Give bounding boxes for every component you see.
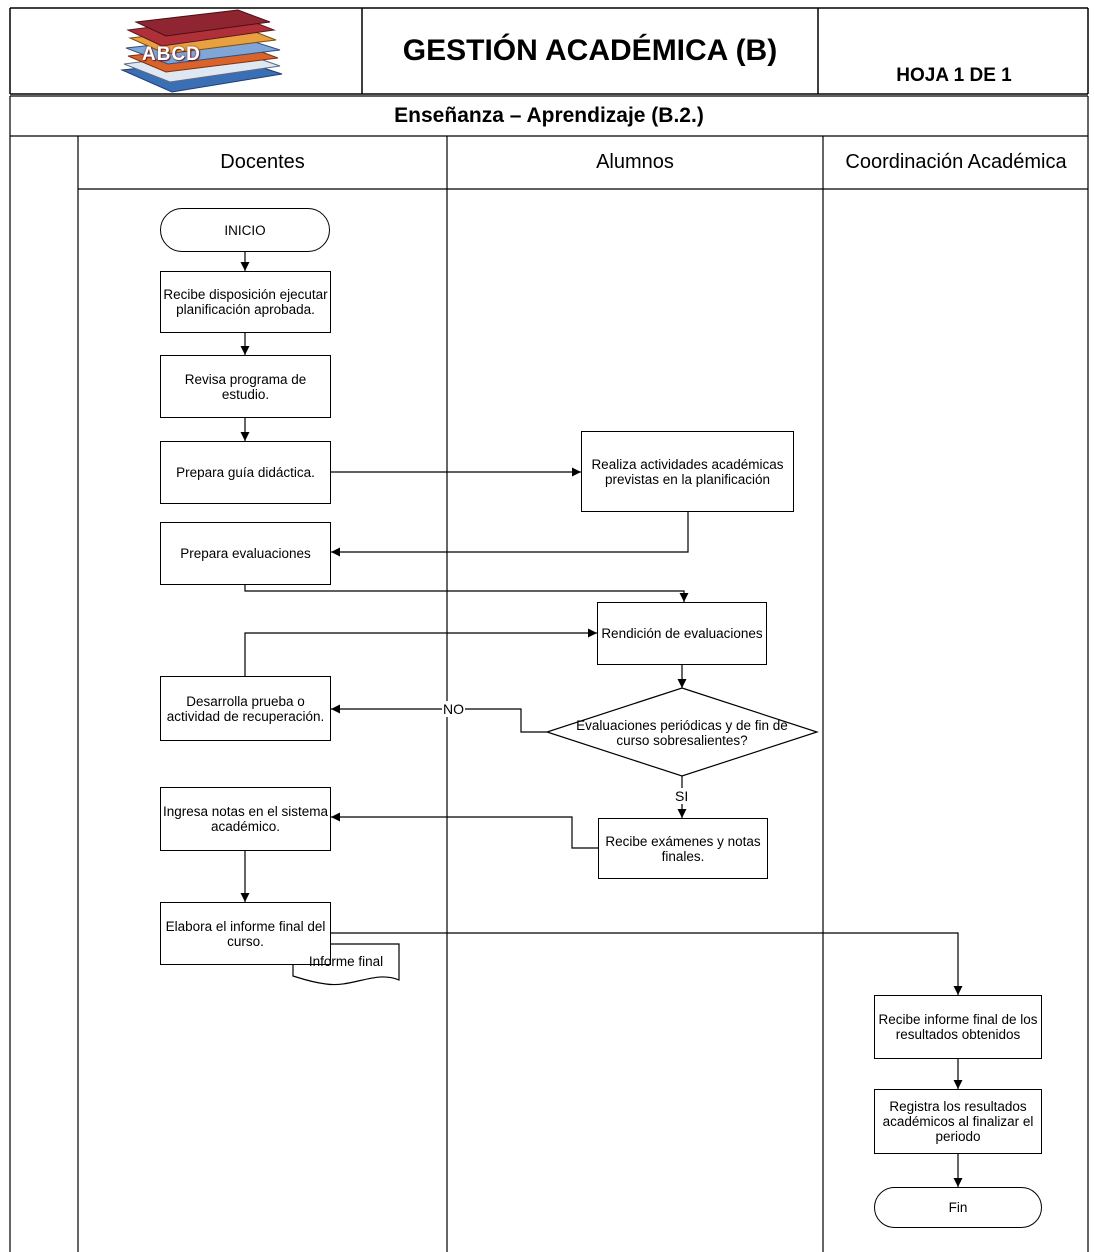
page-title: GESTIÓN ACADÉMICA (B) [402,34,778,67]
lane-header-docentes: Docentes [220,151,305,173]
books-logo [120,9,283,93]
process-prepara-guia: Prepara guía didáctica. [160,441,331,504]
process-registra-resultados: Registra los resultados académicos al fi… [874,1089,1042,1154]
main-frame [9,95,1089,1252]
process-realiza-actividades: Realiza actividades académicas previstas… [581,431,794,512]
decision-diamond [545,687,819,777]
end-node: Fin [874,1187,1042,1228]
logo-text: ABCD [142,44,201,65]
start-node: INICIO [160,208,330,252]
process-desarrolla-prueba: Desarrolla prueba o actividad de recuper… [160,676,331,741]
process-recibe-examenes: Recibe exámenes y notas finales. [598,818,768,879]
header-frame [9,7,1089,95]
decision-label: Evaluaciones periódicas y de fin de curs… [576,718,788,748]
document-informe-final: Informe final [308,953,384,969]
process-elabora-informe: Elabora el informe final del curso. [160,902,331,965]
process-revisa-programa: Revisa programa de estudio. [160,355,331,418]
edge-label-si: SI [674,788,690,804]
process-ingresa-notas: Ingresa notas en el sistema académico. [160,787,331,851]
process-rendicion: Rendición de evaluaciones [597,602,767,665]
page-counter: HOJA 1 DE 1 [896,65,1012,86]
section-title: Enseñanza – Aprendizaje (B.2.) [394,104,704,127]
lane-header-coordinacion: Coordinación Académica [845,151,1067,173]
process-prepara-evaluaciones: Prepara evaluaciones [160,522,331,585]
lane-header-alumnos: Alumnos [596,151,674,173]
process-recibe-informe: Recibe informe final de los resultados o… [874,995,1042,1059]
edge-label-no: NO [442,701,465,717]
process-recibe-disposicion: Recibe disposición ejecutar planificació… [160,271,331,333]
